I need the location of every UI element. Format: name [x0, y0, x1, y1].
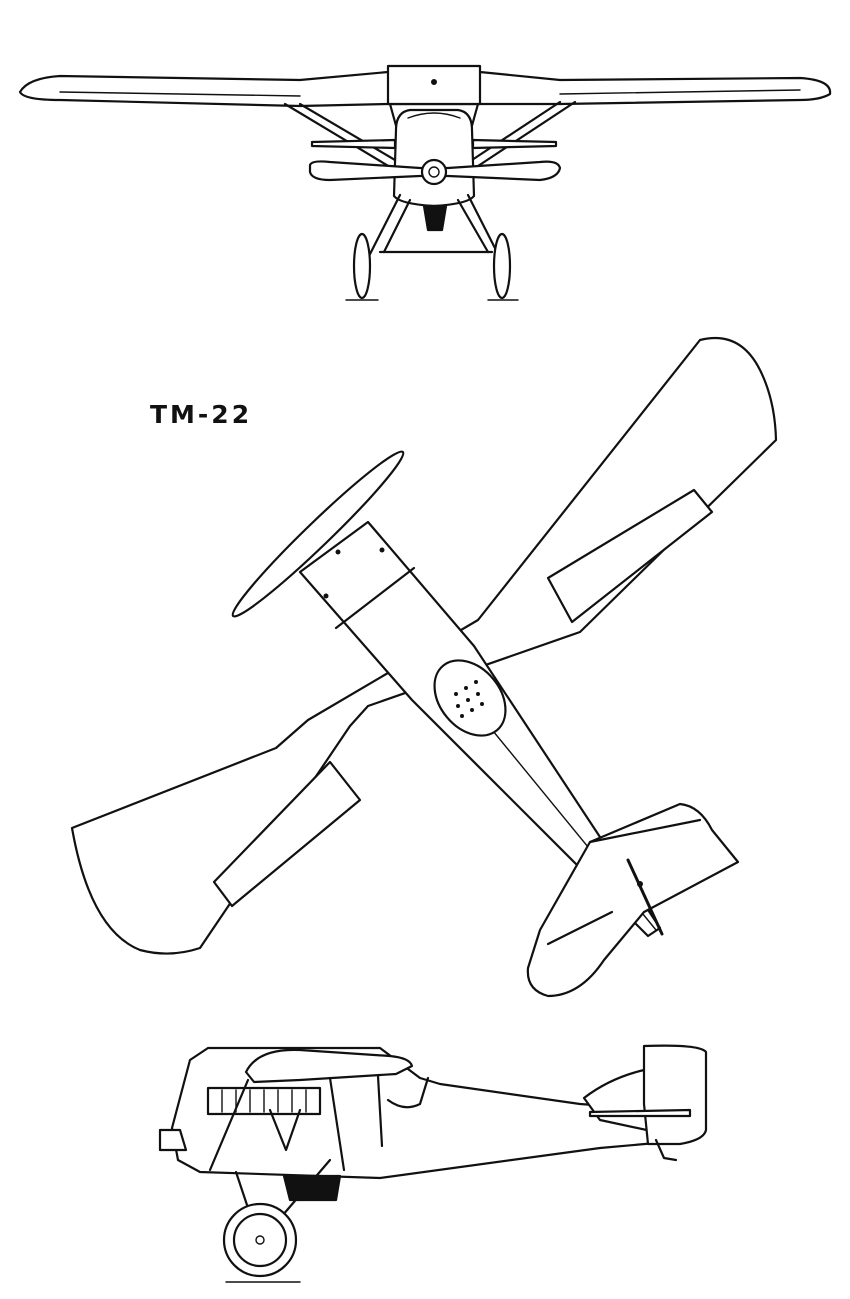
top-view-tailplane — [526, 802, 740, 998]
front-view-left-wheel — [352, 232, 372, 300]
top-view-right-aileron — [546, 488, 714, 624]
side-view-wing — [244, 1048, 414, 1084]
front-view-right-wheel — [492, 232, 512, 300]
top-view — [70, 336, 778, 998]
top-view-cockpit — [433, 659, 507, 737]
top-view-left-aileron — [212, 760, 362, 908]
front-view — [18, 64, 832, 301]
aircraft-designation-label: TM-22 — [150, 400, 253, 429]
front-view-cowling — [392, 108, 476, 208]
side-view — [158, 1044, 708, 1283]
top-view-propeller — [231, 450, 405, 618]
side-view-rudder — [642, 1044, 708, 1146]
